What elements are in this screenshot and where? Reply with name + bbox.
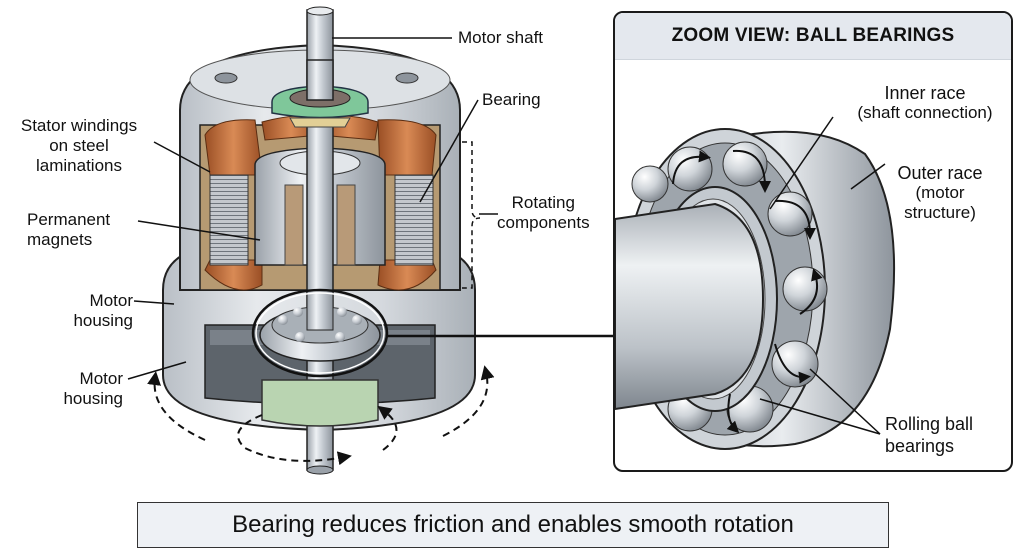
label-housing-lower-line-1: Motor bbox=[79, 369, 123, 388]
label-motor-housing-upper: Motor housing bbox=[40, 291, 133, 331]
label-outer-race-line-3: structure) bbox=[904, 203, 976, 222]
label-rotating-line-2: components bbox=[497, 213, 590, 232]
label-outer-race: Outer race (motor structure) bbox=[877, 163, 1003, 223]
bottom-bearing bbox=[251, 288, 389, 427]
label-inner-race-line-1: Inner race bbox=[884, 83, 966, 103]
label-rolling-balls-line-2: bearings bbox=[885, 436, 955, 456]
label-inner-race: Inner race (shaft connection) bbox=[830, 83, 1011, 123]
label-stator-line-1: Stator windings bbox=[20, 116, 138, 135]
label-housing-lower-line-2: housing bbox=[63, 389, 123, 408]
label-motor-shaft: Motor shaft bbox=[458, 28, 544, 47]
rolling-balls bbox=[631, 141, 828, 433]
label-rolling-balls: Rolling ball bearings bbox=[885, 413, 973, 457]
label-leader-lines bbox=[127, 37, 498, 380]
label-stator-windings: Stator windings on steel laminations bbox=[4, 116, 154, 176]
steel-laminations-left bbox=[209, 174, 249, 266]
rotation-arrows bbox=[147, 365, 495, 466]
label-housing-upper-line-2: housing bbox=[73, 311, 133, 330]
label-inner-race-line-2: (shaft connection) bbox=[857, 103, 993, 122]
zoom-view-panel: ZOOM VIEW: BALL BEARINGS bbox=[613, 11, 1013, 472]
label-permanent-magnets: Permanent magnets bbox=[27, 210, 110, 250]
ball-bearing-illustration bbox=[615, 116, 896, 450]
zoom-shaft bbox=[615, 202, 765, 411]
top-bearing bbox=[271, 59, 369, 128]
label-magnets-line-2: magnets bbox=[27, 230, 93, 249]
label-housing-upper-line-1: Motor bbox=[89, 291, 133, 310]
label-magnets-line-1: Permanent bbox=[27, 210, 111, 229]
rotating-components-bracket bbox=[462, 141, 481, 289]
zoom-leader-lines bbox=[759, 116, 886, 435]
label-outer-race-line-2: (motor bbox=[915, 183, 965, 202]
label-motor-housing-lower: Motor housing bbox=[30, 369, 123, 409]
ball-rotation-arrows bbox=[672, 149, 823, 434]
label-rotating-components: Rotating components bbox=[497, 193, 590, 233]
zoom-callout-circle bbox=[251, 288, 389, 378]
label-outer-race-line-1: Outer race bbox=[897, 163, 983, 183]
zoom-view-header: ZOOM VIEW: BALL BEARINGS bbox=[615, 13, 1011, 60]
label-rotating-line-1: Rotating bbox=[511, 193, 575, 212]
label-stator-line-2: on steel bbox=[49, 136, 109, 155]
label-bearing: Bearing bbox=[482, 90, 541, 109]
label-rolling-balls-line-1: Rolling ball bbox=[885, 414, 974, 434]
caption-text: Bearing reduces friction and enables smo… bbox=[232, 511, 794, 538]
stator-windings bbox=[204, 115, 437, 291]
caption-box: Bearing reduces friction and enables smo… bbox=[137, 502, 889, 548]
label-stator-line-3: laminations bbox=[36, 156, 122, 175]
